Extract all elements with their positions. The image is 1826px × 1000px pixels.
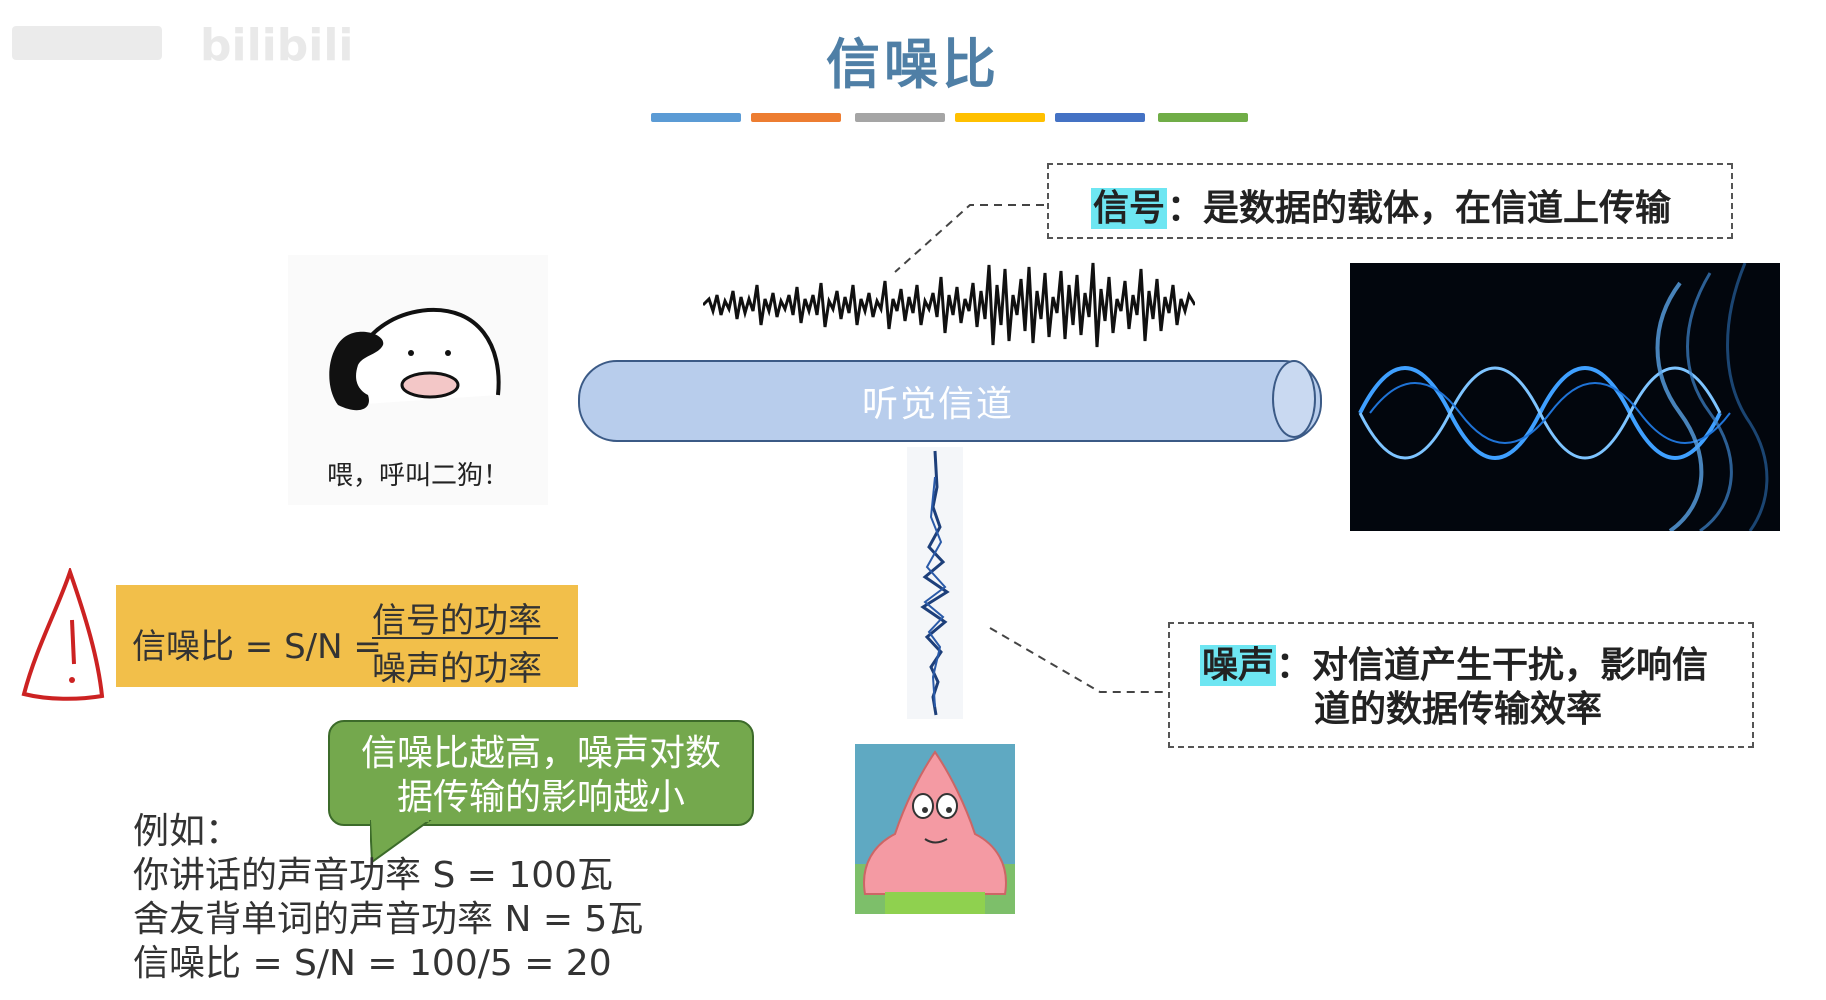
example-line-3: 信噪比 = S/N = 100/5 = 20 — [133, 943, 612, 984]
formula-box: 信噪比 = S/N = 信号的功率 噪声的功率 — [116, 585, 578, 689]
color-bar-2 — [751, 113, 841, 122]
example-line-1: 你讲话的声音功率 S = 100瓦 — [133, 855, 614, 896]
noise-term: 噪声 — [1200, 645, 1277, 686]
color-bar-6 — [1158, 113, 1248, 122]
signal-waveform — [703, 262, 1195, 348]
noise-definition-box: 噪声：对信道产生干扰，影响信 道的数据传输效率 — [1168, 622, 1754, 748]
example-heading: 例如： — [133, 811, 242, 852]
bubble-line1: 信噪比越高，噪声对数 — [360, 733, 721, 774]
color-bar-3 — [855, 113, 945, 122]
bilibili-watermark: bilibili — [12, 20, 350, 71]
formula-denominator: 噪声的功率 — [372, 649, 542, 689]
color-bar-5 — [1055, 113, 1145, 122]
signal-definition-box: 信号：是数据的载体，在信道上传输 — [1047, 163, 1733, 239]
sound-wave-icon — [1358, 263, 1769, 531]
example-line-2: 舍友背单词的声音功率 N = 5瓦 — [133, 899, 644, 940]
noise-definition-line1: 噪声：对信道产生干扰，影响信 — [1200, 644, 1752, 688]
speech-bubble: 信噪比越高，噪声对数 据传输的影响越小 — [328, 720, 754, 826]
channel-pipe — [578, 360, 1322, 442]
caller-cartoon-image: 喂，呼叫二狗！ — [288, 255, 548, 505]
noise-waveform — [907, 447, 963, 719]
color-bar-1 — [651, 113, 741, 122]
channel-label: 听觉信道 — [861, 384, 1014, 425]
noise-definition-text-1: ：对信道产生干扰，影响信 — [1276, 645, 1709, 686]
patrick-star-image — [855, 744, 1015, 914]
bubble-line2: 据传输的影响越小 — [396, 777, 685, 818]
warning-triangle-icon — [21, 568, 105, 701]
patrick-icon — [855, 750, 1015, 914]
caller-face-icon — [329, 307, 501, 411]
color-bar-4 — [955, 113, 1045, 122]
page-title: 信噪比 — [826, 33, 1000, 96]
formula-numerator: 信号的功率 — [372, 601, 542, 641]
channel-pipe-end — [1272, 360, 1316, 438]
signal-term: 信号 — [1091, 188, 1168, 229]
svg-text:bilibili: bilibili — [200, 20, 350, 71]
signal-definition-text: ：是数据的载体，在信道上传输 — [1167, 188, 1672, 229]
formula-lhs: 信噪比 = S/N = — [132, 627, 382, 667]
caller-caption: 喂，呼叫二狗！ — [326, 461, 509, 491]
ear-sound-wave-image — [1350, 263, 1780, 531]
formula-fraction-line — [372, 637, 558, 639]
noise-definition-text-2: 道的数据传输效率 — [1314, 689, 1603, 730]
speech-bubble-tail — [370, 820, 432, 864]
